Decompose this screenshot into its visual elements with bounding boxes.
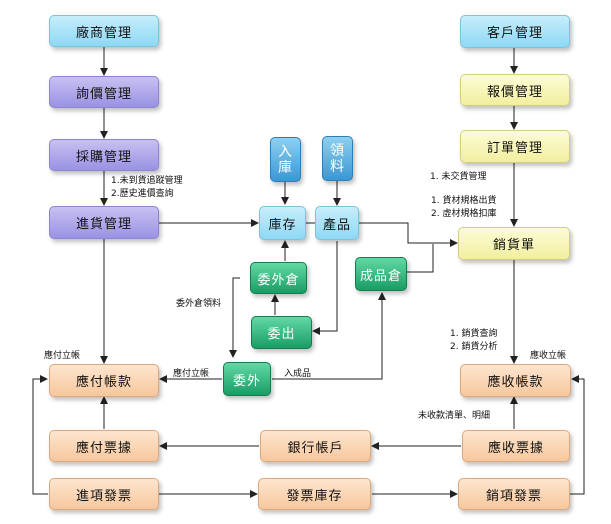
notes-payable-node: 應付票據 xyxy=(49,430,159,462)
bank-account-node: 銀行帳戶 xyxy=(260,430,371,462)
customer-management-node: 客戶管理 xyxy=(460,15,570,48)
vendor-management-node: 廠商管理 xyxy=(49,15,159,47)
issue-char-1: 領 xyxy=(330,142,345,159)
arrow-sales-invoice-to-receivable-loop xyxy=(570,375,585,495)
label-spec-shipment: 1. 貨材規格出貨 xyxy=(431,196,497,206)
issue-material-node: 領 料 xyxy=(322,136,353,181)
accounts-payable-node: 應付帳款 xyxy=(49,364,159,397)
arrow-finished-to-sales xyxy=(407,244,434,273)
finished-warehouse-node: 成品倉 xyxy=(355,257,407,291)
label-payable-established-left: 應付立帳 xyxy=(44,351,81,361)
label-receivable-established: 應收立帳 xyxy=(530,351,567,361)
arrow-product-to-sales xyxy=(359,222,458,247)
outsource-out-node: 委出 xyxy=(251,316,312,349)
notes-receivable-node: 應收票據 xyxy=(462,430,570,462)
label-sales-query: 1. 銷貨查詢 xyxy=(450,329,498,339)
inbound-char-1: 入 xyxy=(278,143,293,160)
label-payable-established-mid: 應付立帳 xyxy=(173,369,210,379)
purchase-management-node: 採購管理 xyxy=(49,139,159,171)
quote-management-node: 報價管理 xyxy=(460,74,570,106)
outsource-warehouse-node: 委外倉 xyxy=(250,262,307,294)
inventory-node: 庫存 xyxy=(259,206,306,240)
accounts-receivable-node: 應收帳款 xyxy=(460,364,571,397)
receiving-management-node: 進貨管理 xyxy=(49,206,159,239)
arrow-outsource-to-finished xyxy=(272,292,386,380)
sales-invoice-node: 銷項發票 xyxy=(458,478,570,510)
arrow-material-to-outsource xyxy=(229,277,240,358)
purchase-invoice-node: 進項發票 xyxy=(49,478,159,510)
arrow-product-to-outsource-out xyxy=(312,241,338,335)
label-unshipped: 1. 未交貨管理 xyxy=(430,172,487,182)
label-uncollected-list: 未收款清單、明細 xyxy=(418,411,491,421)
issue-char-2: 料 xyxy=(330,158,345,175)
label-spec-deduct: 2. 虛材規格扣庫 xyxy=(431,209,497,219)
order-management-node: 訂單管理 xyxy=(460,130,570,163)
arrow-purchase-invoice-to-payable-loop xyxy=(32,375,48,495)
outsource-node: 委外 xyxy=(223,362,271,396)
label-sales-analysis: 2. 銷貨分析 xyxy=(450,342,498,352)
inbound-node: 入 庫 xyxy=(270,137,301,182)
inbound-char-2: 庫 xyxy=(278,159,293,176)
sales-order-node: 銷貨單 xyxy=(458,227,570,260)
label-undelivered-tracking: 1.未到貨追蹤管理 xyxy=(111,176,183,186)
product-node: 產品 xyxy=(315,206,359,240)
label-outsource-material: 委外倉領料 xyxy=(176,299,222,309)
invoice-inventory-node: 發票庫存 xyxy=(258,478,371,510)
inquiry-management-node: 詢價管理 xyxy=(49,76,159,108)
label-purchase-history: 2.歷史進價查詢 xyxy=(111,189,174,199)
label-into-finished: 入成品 xyxy=(284,369,312,379)
